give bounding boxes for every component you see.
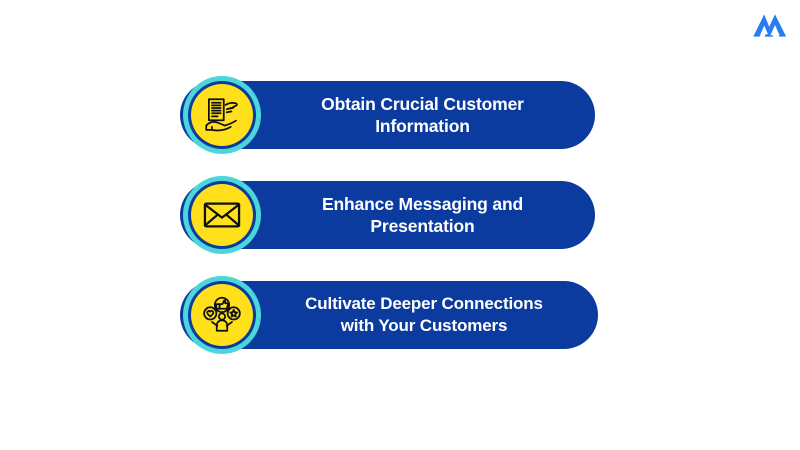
benefit-icon-badge-3	[183, 276, 261, 354]
person-engagement-icon	[201, 294, 243, 336]
benefits-list: Obtain Crucial Customer Information	[180, 76, 600, 354]
benefit-label-1: Obtain Crucial Customer Information	[321, 93, 524, 136]
benefit-icon-badge-2	[183, 176, 261, 254]
benefit-label-3: Cultivate Deeper Connections with Your C…	[305, 294, 543, 335]
badge-face	[191, 284, 253, 346]
document-handover-icon	[201, 94, 243, 136]
badge-inner-ring	[188, 181, 256, 249]
list-item[interactable]: Cultivate Deeper Connections with Your C…	[180, 276, 600, 354]
benefit-icon-badge-1	[183, 76, 261, 154]
benefit-label-2: Enhance Messaging and Presentation	[321, 193, 524, 236]
list-item[interactable]: Enhance Messaging and Presentation	[180, 176, 600, 254]
badge-face	[191, 84, 253, 146]
badge-inner-ring	[188, 81, 256, 149]
list-item[interactable]: Obtain Crucial Customer Information	[180, 76, 600, 154]
mountain-logo-icon	[752, 11, 788, 41]
badge-inner-ring	[188, 281, 256, 349]
envelope-icon	[201, 194, 243, 236]
badge-face	[191, 184, 253, 246]
